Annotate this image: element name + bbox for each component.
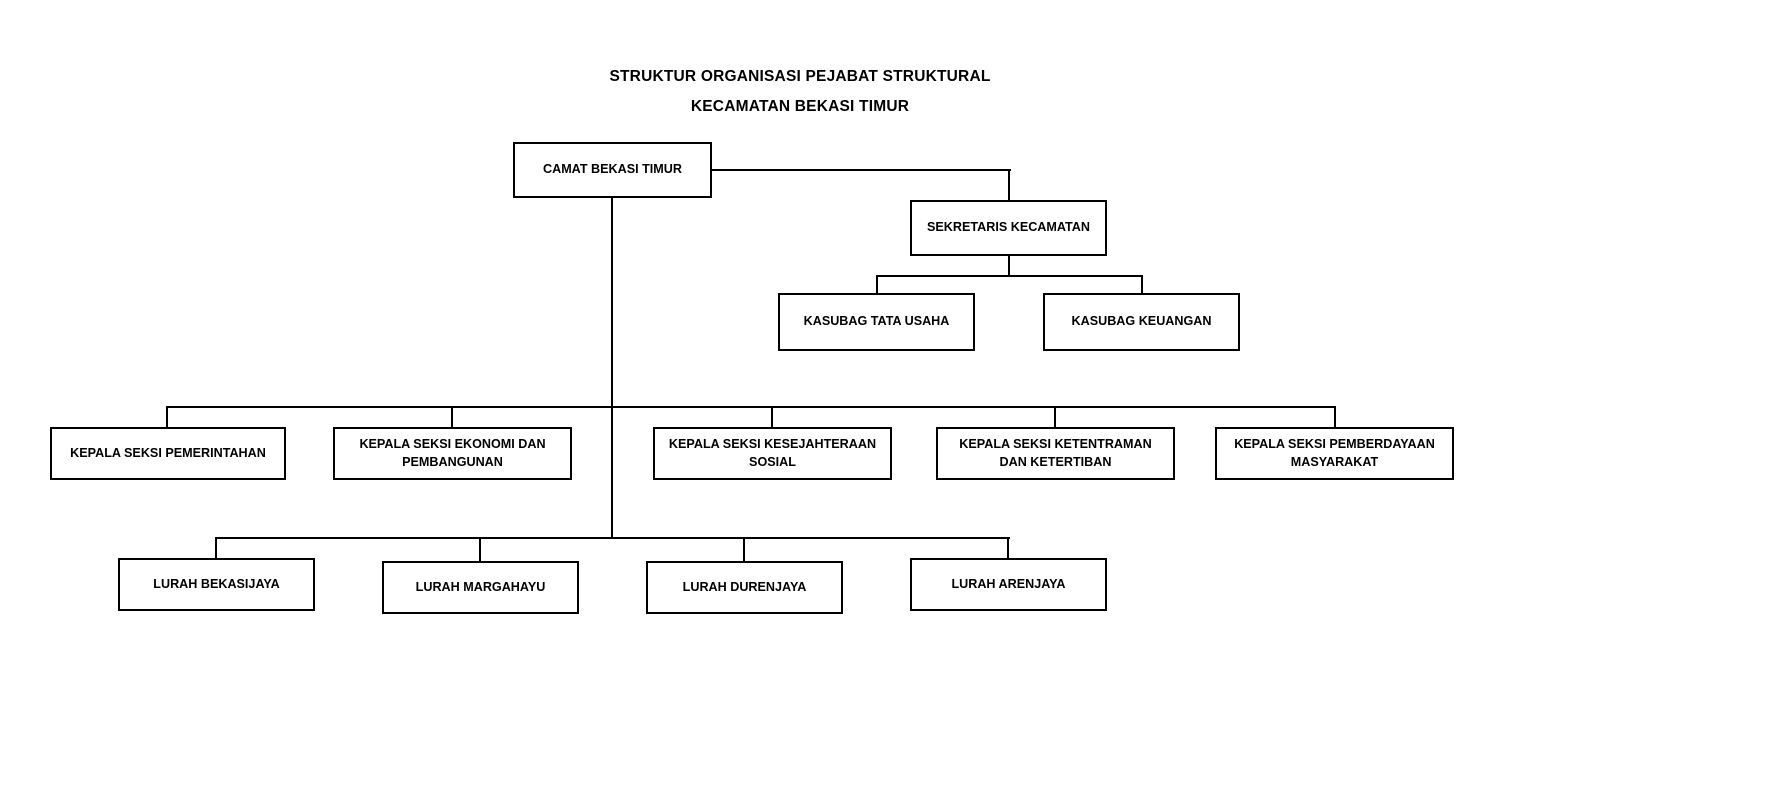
node-lurah-arenjaya[interactable]: LURAH ARENJAYA [910,558,1107,611]
connector-to-lurah-arenjaya [1007,537,1010,558]
connector-to-lurah-margahayu [479,537,482,561]
node-seksi-pemberdayaan-masyarakat[interactable]: KEPALA SEKSI PEMBERDAYAAN MASYARAKAT [1215,427,1454,480]
node-seksi-kesejahteraan-sosial-label: KEPALA SEKSI KESEJAHTERAAN SOSIAL [668,436,877,469]
node-sekretaris-label: SEKRETARIS KECAMATAN [926,220,1091,235]
chart-title-line-1: STRUKTUR ORGANISASI PEJABAT STRUKTURAL [609,68,991,85]
node-camat-label: CAMAT BEKASI TIMUR [543,162,682,177]
node-seksi-pemerintahan-label: KEPALA SEKSI PEMERINTAHAN [70,445,266,460]
connector-to-lurah-durenjaya [743,537,746,561]
node-sekretaris-kecamatan[interactable]: SEKRETARIS KECAMATAN [910,200,1107,256]
node-seksi-kesejahteraan-sosial[interactable]: KEPALA SEKSI KESEJAHTERAAN SOSIAL [653,427,892,480]
node-seksi-ekonomi-pembangunan[interactable]: KEPALA SEKSI EKONOMI DAN PEMBANGUNAN [333,427,572,480]
node-seksi-pemberdayaan-masyarakat-label: KEPALA SEKSI PEMBERDAYAAN MASYARAKAT [1234,436,1435,469]
connector-camat-main-spine [611,197,614,538]
node-lurah-durenjaya[interactable]: LURAH DURENJAYA [646,561,843,614]
connector-seksi-bus [166,406,1336,409]
connector-to-seksi-pemerintahan [166,406,169,427]
connector-kasubag-bus [876,275,1143,278]
connector-to-lurah-bekasijaya [215,537,218,558]
connector-camat-to-sekretaris-horizontal [710,169,1011,172]
node-lurah-margahayu-label: LURAH MARGAHAYU [415,579,546,594]
node-lurah-margahayu[interactable]: LURAH MARGAHAYU [382,561,579,614]
node-lurah-bekasijaya[interactable]: LURAH BEKASIJAYA [118,558,315,611]
chart-title-line-2: KECAMATAN BEKASI TIMUR [690,98,910,115]
connector-to-kasubag-keuangan [1141,275,1144,293]
node-kasubag-keuangan-label: KASUBAG KEUANGAN [1071,314,1212,329]
connector-to-seksi-ketentraman [1054,406,1057,427]
connector-camat-to-sekretaris-vertical [1008,169,1011,201]
node-lurah-durenjaya-label: LURAH DURENJAYA [682,579,807,594]
node-seksi-ekonomi-pembangunan-label: KEPALA SEKSI EKONOMI DAN PEMBANGUNAN [359,436,546,469]
connector-to-kasubag-tata-usaha [876,275,879,293]
node-kasubag-tata-usaha-label: KASUBAG TATA USAHA [803,314,950,329]
node-seksi-ketentraman-ketertiban-label: KEPALA SEKSI KETENTRAMAN DAN KETERTIBAN [959,436,1152,469]
connector-lurah-bus [215,537,1010,540]
node-lurah-bekasijaya-label: LURAH BEKASIJAYA [153,576,280,591]
node-lurah-arenjaya-label: LURAH ARENJAYA [951,576,1066,591]
node-seksi-pemerintahan[interactable]: KEPALA SEKSI PEMERINTAHAN [50,427,286,480]
connector-to-seksi-pemberdayaan [1334,406,1337,427]
node-camat-bekasi-timur[interactable]: CAMAT BEKASI TIMUR [513,142,712,198]
connector-to-seksi-ekonomi [451,406,454,427]
node-seksi-ketentraman-ketertiban[interactable]: KEPALA SEKSI KETENTRAMAN DAN KETERTIBAN [936,427,1175,480]
node-kasubag-tata-usaha[interactable]: KASUBAG TATA USAHA [778,293,975,351]
node-kasubag-keuangan[interactable]: KASUBAG KEUANGAN [1043,293,1240,351]
connector-to-seksi-kesejahteraan [771,406,774,427]
connector-sekretaris-drop [1008,255,1011,277]
